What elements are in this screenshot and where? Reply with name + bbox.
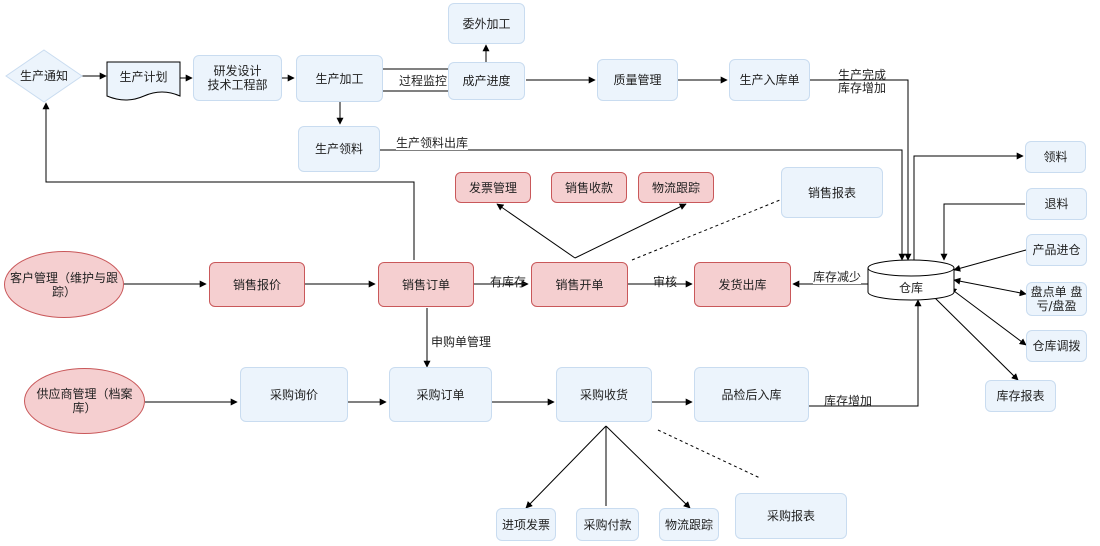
warehouse-node[interactable]: 仓库 — [898, 281, 923, 295]
production-stock-in-node[interactable]: 生产入库单 — [729, 59, 810, 101]
purchase-inquiry-node[interactable]: 采购询价 — [240, 367, 348, 422]
process-monitor-label: 过程监控 — [399, 74, 448, 88]
warehouse-cylinder — [867, 259, 955, 301]
audit-label: 审核 — [653, 275, 678, 289]
stock-increase-label: 库存增加 — [824, 394, 873, 408]
production-progress-node[interactable]: 成产进度 — [448, 62, 525, 100]
edge-stockin-warehouse — [810, 79, 912, 261]
in-stock-label: 有库存 — [490, 275, 527, 289]
customer-management-node[interactable]: 客户管理（维护与跟 踪） — [4, 251, 124, 318]
purchase-report-node[interactable]: 采购报表 — [735, 493, 847, 539]
edge-warehouse-invreport — [934, 297, 1019, 381]
edge-warehouse-pick — [913, 152, 1024, 260]
requisition-label: 申购单管理 — [431, 335, 492, 349]
production-picking-node[interactable]: 生产领料 — [298, 126, 380, 172]
edge-billing-report — [631, 199, 781, 261]
sales-collection-node[interactable]: 销售收款 — [551, 172, 627, 203]
purchase-payment-node[interactable]: 采购付款 — [576, 508, 639, 541]
shipment-out-node[interactable]: 发货出库 — [694, 262, 791, 307]
sales-report-node[interactable]: 销售报表 — [781, 167, 883, 218]
rnd-design-node[interactable]: 研发设计 技术工程部 — [193, 55, 282, 101]
edge-billing-logistics — [574, 203, 687, 259]
edge-qc-warehouse — [809, 299, 922, 407]
production-complete-label: 生产完成 库存增加 — [838, 68, 887, 95]
sales-billing-node[interactable]: 销售开单 — [531, 262, 628, 307]
edge-return-warehouse — [940, 203, 1025, 261]
edge-receive-report — [657, 429, 761, 479]
sales-order-node[interactable]: 销售订单 — [378, 262, 474, 307]
material-return-node[interactable]: 退料 — [1026, 188, 1087, 220]
plan-document — [106, 61, 181, 101]
production-processing-node[interactable]: 生产加工 — [296, 55, 383, 102]
quality-management-node[interactable]: 质量管理 — [597, 59, 678, 101]
production-notice-node[interactable]: 生产通知 — [19, 69, 68, 83]
edge-order-notify — [42, 102, 415, 260]
stock-count-node[interactable]: 盘点单 盘 亏/盘盈 — [1026, 282, 1087, 316]
supplier-management-node[interactable]: 供应商管理（档案 库） — [24, 368, 145, 434]
edge-receive-logistics — [605, 425, 691, 509]
edge-transfer-warehouse — [949, 287, 1027, 346]
purchase-order-node[interactable]: 采购订单 — [389, 367, 492, 422]
product-in-node[interactable]: 产品进仓 — [1026, 234, 1087, 266]
edge-product-warehouse — [953, 249, 1027, 272]
inventory-report-node[interactable]: 库存报表 — [985, 380, 1056, 412]
material-pick-node[interactable]: 领料 — [1025, 141, 1086, 173]
warehouse-transfer-node[interactable]: 仓库调拨 — [1026, 330, 1087, 362]
edge-receive-input-invoice — [525, 425, 607, 509]
sales-logistics-node[interactable]: 物流跟踪 — [638, 172, 714, 203]
edge-billing-invoice — [496, 203, 576, 259]
purchase-logistics-node[interactable]: 物流跟踪 — [659, 508, 719, 541]
purchase-receiving-node[interactable]: 采购收货 — [556, 367, 652, 422]
edge-count-warehouse — [953, 277, 1027, 297]
picking-out-label: 生产领料出库 — [396, 136, 469, 150]
edge-pick-warehouse — [380, 149, 906, 261]
sales-quote-node[interactable]: 销售报价 — [209, 262, 305, 307]
production-plan-node[interactable]: 生产计划 — [119, 70, 168, 84]
outsourcing-node[interactable]: 委外加工 — [448, 3, 525, 44]
notify-diamond — [5, 49, 83, 103]
invoice-management-node[interactable]: 发票管理 — [455, 172, 531, 203]
qc-stock-in-node[interactable]: 品检后入库 — [694, 367, 809, 422]
input-invoice-node[interactable]: 进项发票 — [496, 508, 556, 541]
stock-decrease-label: 库存减少 — [813, 270, 862, 284]
